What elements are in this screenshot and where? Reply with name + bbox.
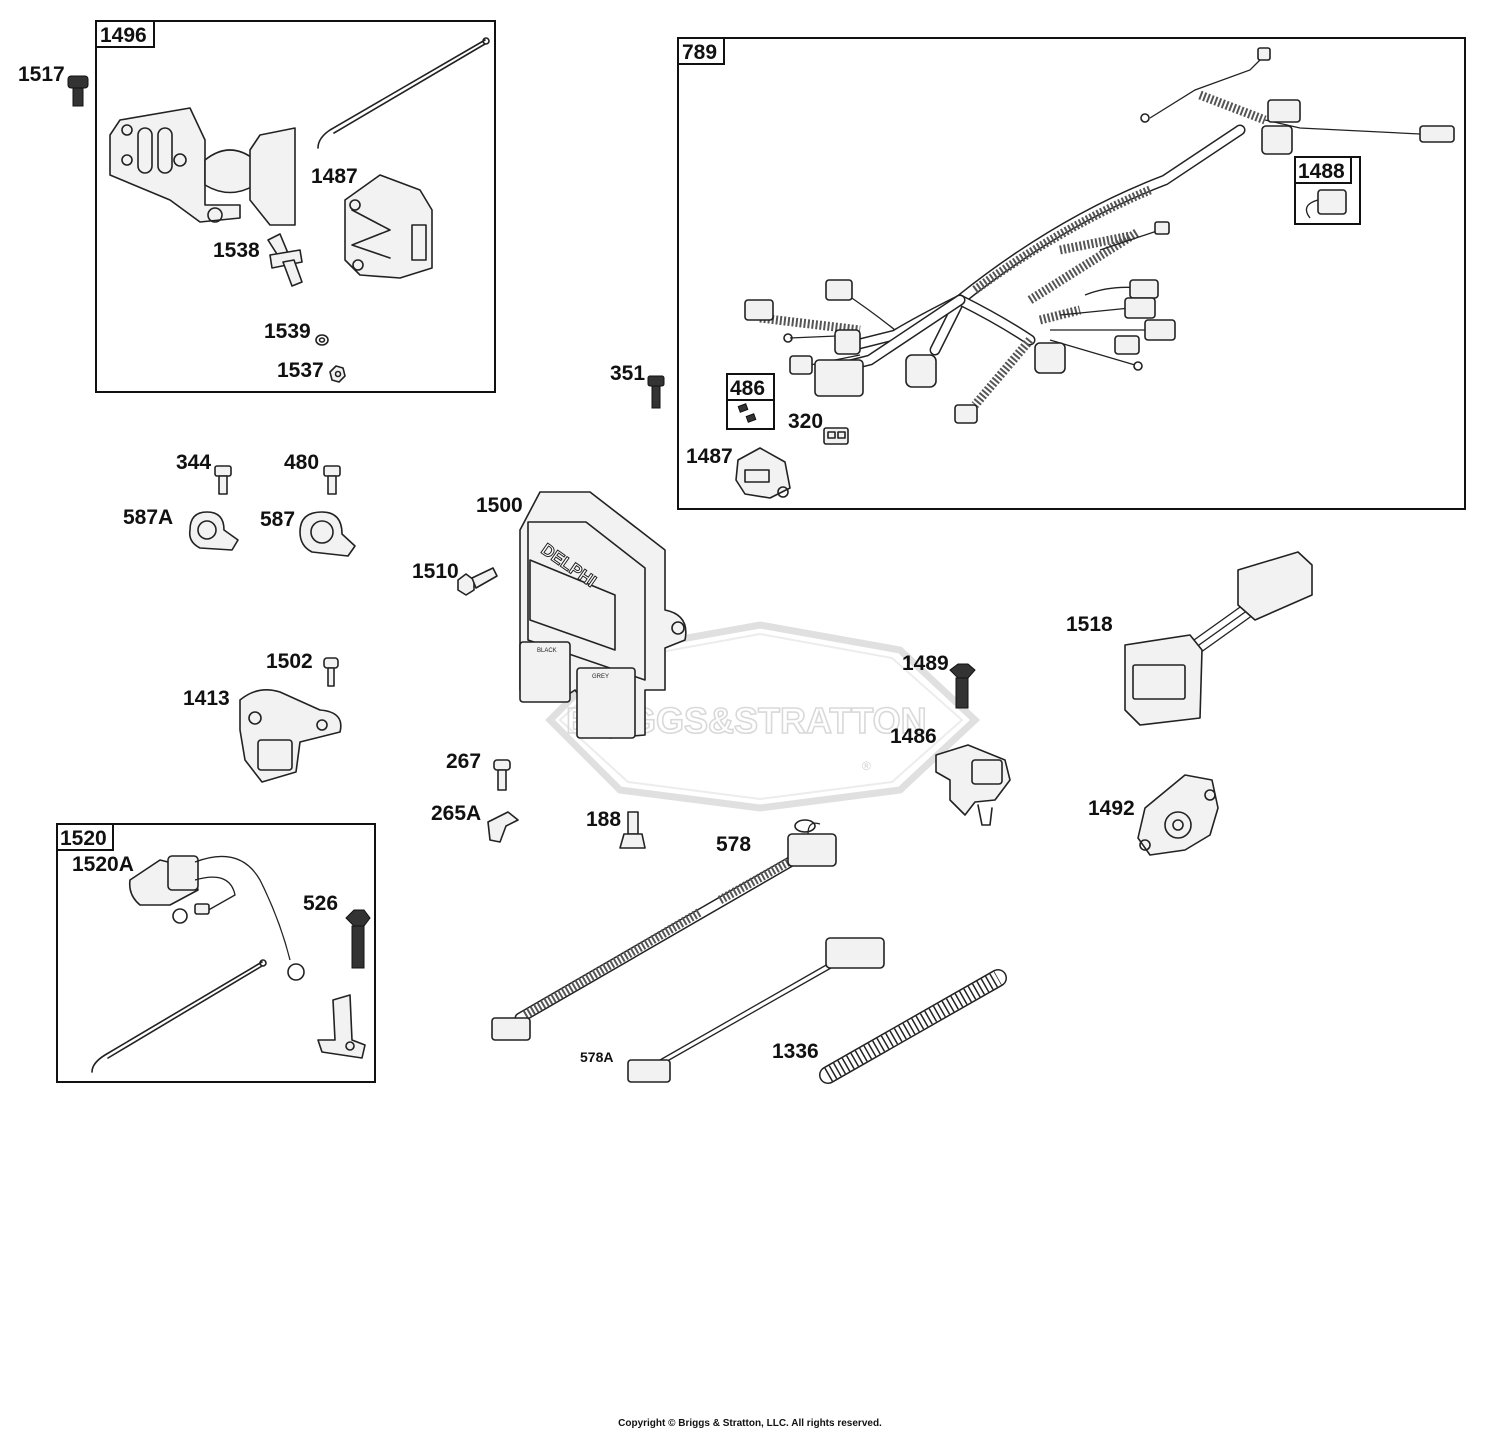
clamp-587 (299, 511, 356, 557)
screw-1502 (323, 657, 339, 687)
part-label-1518: 1518 (1066, 613, 1113, 636)
part-label-526: 526 (303, 892, 338, 915)
cable-tie-1496 (317, 37, 490, 149)
part-label-1500: 1500 (476, 494, 523, 517)
part-label-587A: 587A (123, 506, 173, 529)
part-label-578A: 578A (580, 1049, 613, 1065)
group-box-1488: 1488 (1294, 156, 1361, 225)
throttle-bracket (109, 107, 296, 226)
part-label-188: 188 (586, 808, 621, 831)
screw-267 (493, 759, 511, 791)
part-label-578: 578 (716, 833, 751, 856)
part-label-1502: 1502 (266, 650, 313, 673)
sensor-1487-harness (735, 447, 791, 499)
bolt-1489 (949, 663, 976, 709)
watermark-registered: ® (862, 759, 871, 773)
group-label-486: 486 (730, 377, 765, 400)
part-label-1510: 1510 (412, 560, 459, 583)
cable-tie-1520 (91, 959, 267, 1073)
bolt-188 (619, 811, 646, 849)
part-label-1538: 1538 (213, 239, 260, 262)
part-label-1413: 1413 (183, 687, 230, 710)
ecu-connector-label-black: BLACK (537, 648, 557, 654)
ecu-connector-label-grey: GREY (592, 674, 609, 680)
wiring-harness-789 (744, 47, 1455, 424)
nut-1537 (329, 365, 346, 383)
connector-assembly-1518 (1124, 551, 1313, 726)
bolt-480 (323, 465, 341, 495)
convoluted-tubing-1336 (819, 969, 1007, 1084)
part-label-1487-harness: 1487 (686, 445, 733, 468)
wire-harness-578A (627, 937, 885, 1083)
part-label-351: 351 (610, 362, 645, 385)
part-label-1517: 1517 (18, 63, 65, 86)
part-label-344: 344 (176, 451, 211, 474)
group-label-1520: 1520 (60, 827, 107, 850)
group-label-1488: 1488 (1298, 160, 1345, 183)
ecu-module-1500: DELPHI BLACK GREY (519, 491, 687, 739)
part-label-1486: 1486 (890, 725, 937, 748)
bolt-351 (647, 375, 665, 409)
bolt-1517 (67, 75, 89, 107)
temperature-sensor-1520A (128, 855, 305, 981)
part-label-480: 480 (284, 451, 319, 474)
part-label-1489: 1489 (902, 652, 949, 675)
map-sensor-1486 (935, 744, 1011, 826)
group-box-1520: 1520 (56, 823, 376, 1083)
bracket-265A (487, 811, 519, 843)
washer-1539 (315, 334, 329, 346)
part-label-320: 320 (788, 410, 823, 433)
throttle-sensor-1492 (1137, 774, 1219, 856)
clamp-587A (188, 511, 239, 551)
group-label-1496: 1496 (100, 24, 147, 47)
relay-320 (823, 427, 849, 445)
throttle-position-sensor-1487 (344, 174, 433, 279)
group-box-789: 789 (677, 37, 1466, 510)
part-label-265A: 265A (431, 802, 481, 825)
wire-harness-578 (491, 819, 837, 1041)
stud-1538 (267, 233, 303, 287)
part-label-1539: 1539 (264, 320, 311, 343)
bolt-344 (214, 465, 232, 495)
crank-sensor-1413 (239, 689, 342, 783)
part-label-1487-top: 1487 (311, 165, 358, 188)
group-label-789: 789 (682, 41, 717, 64)
part-label-587: 587 (260, 508, 295, 531)
part-label-1336: 1336 (772, 1040, 819, 1063)
bracket-1520 (317, 994, 366, 1059)
part-label-1520A: 1520A (72, 853, 134, 876)
bolt-1510 (457, 567, 498, 596)
part-label-267: 267 (446, 750, 481, 773)
copyright-notice: Copyright © Briggs & Stratton, LLC. All … (618, 1418, 882, 1429)
part-label-1537: 1537 (277, 359, 324, 382)
group-box-486: 486 (726, 373, 775, 430)
screw-526 (345, 909, 371, 969)
part-label-1492: 1492 (1088, 797, 1135, 820)
group-box-1496: 1496 (95, 20, 496, 393)
